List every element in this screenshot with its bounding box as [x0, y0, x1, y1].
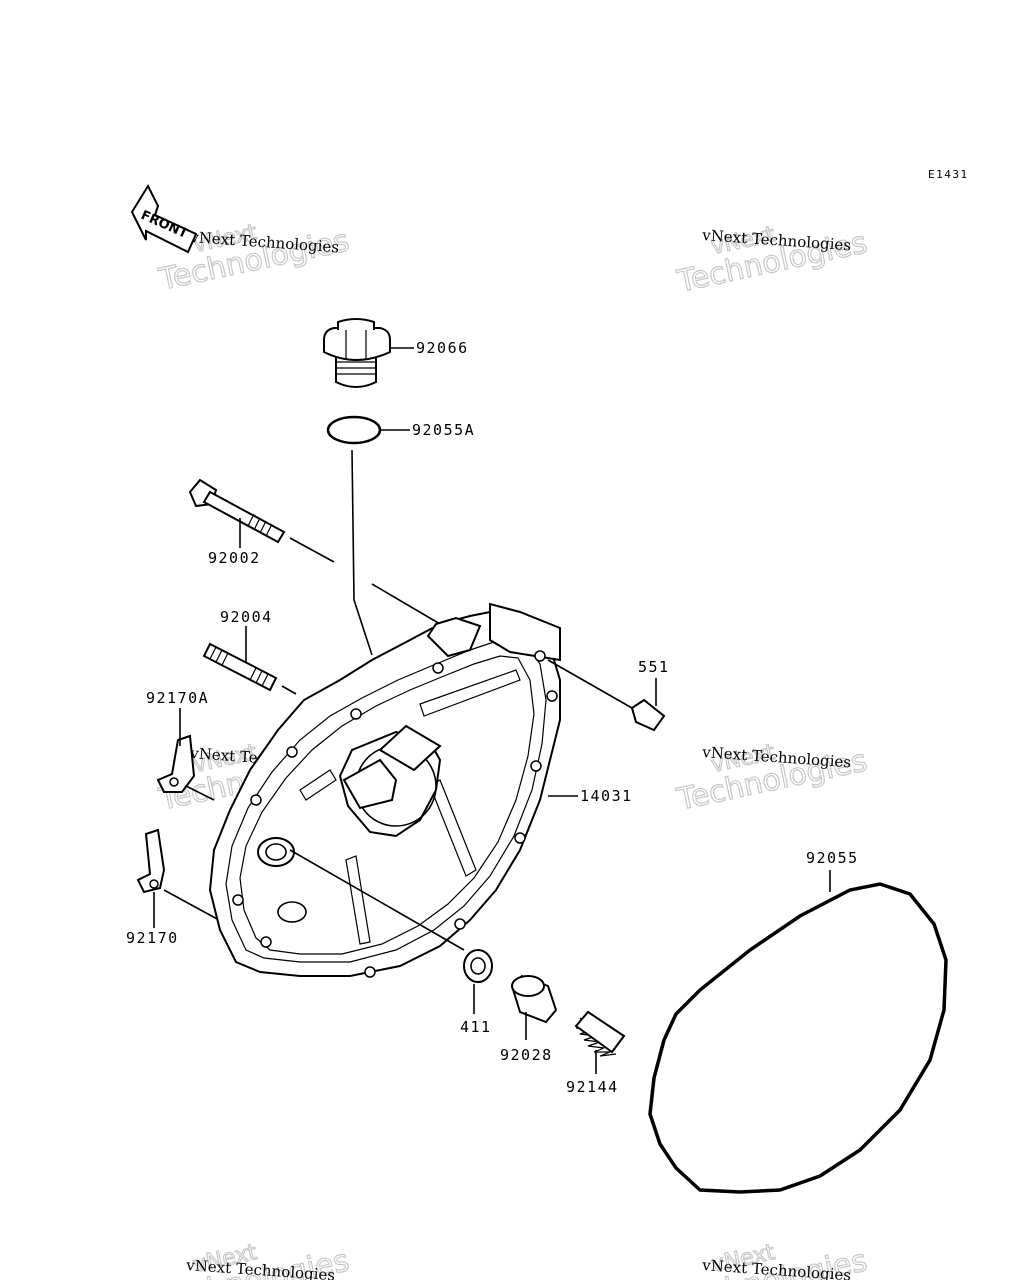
label-92170A: 92170A: [146, 689, 209, 707]
label-411: 411: [460, 1018, 492, 1036]
label-551: 551: [638, 658, 670, 676]
label-92170: 92170: [126, 929, 179, 947]
bushing-92028-icon: [510, 974, 558, 1040]
label-92028: 92028: [500, 1046, 553, 1064]
o-ring-92055A-icon: [326, 415, 410, 656]
dowel-551-icon: [547, 659, 666, 732]
washer-411-icon: [289, 849, 493, 1014]
label-92002: 92002: [208, 549, 261, 567]
bolt-92002-icon: [188, 478, 441, 625]
label-92055: 92055: [806, 849, 859, 867]
label-92004: 92004: [220, 608, 273, 626]
label-92144: 92144: [566, 1078, 619, 1096]
bolt-92066-icon: [323, 318, 414, 388]
gasket-92055-icon: [648, 870, 948, 1194]
clamp-92170A-icon: [156, 708, 215, 801]
label-92055A: 92055A: [412, 421, 475, 439]
front-arrow-icon: FRONT: [130, 183, 198, 254]
spring-92144-icon: [574, 1010, 626, 1074]
stud-92004-icon: [202, 626, 297, 695]
diagram-code: E1431: [928, 168, 969, 181]
label-14031: 14031: [580, 787, 633, 805]
label-92066: 92066: [416, 339, 469, 357]
cover-14031-icon: [208, 602, 578, 978]
